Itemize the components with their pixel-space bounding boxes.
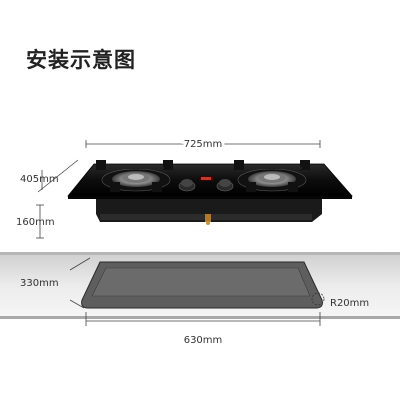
right-knob xyxy=(216,179,234,192)
gas-inlet xyxy=(205,214,211,222)
width-label: 725mm xyxy=(184,139,223,150)
cutout-depth-label: 330mm xyxy=(20,278,59,289)
corner-radius-label: R20mm xyxy=(330,298,369,309)
width-dimension: 725mm xyxy=(85,136,321,153)
depth-dimension: 405mm xyxy=(20,159,79,193)
depth-label: 405mm xyxy=(20,174,59,185)
cutout-width-label: 630mm xyxy=(184,335,223,346)
height-dimension: 160mm xyxy=(16,204,55,239)
left-knob xyxy=(178,179,196,192)
height-label: 160mm xyxy=(16,217,55,228)
corner-radius-marker xyxy=(311,292,325,306)
countertop: R20mm 330mm xyxy=(0,252,400,319)
right-burner xyxy=(234,160,310,192)
cutout-width-dimension: 630mm xyxy=(85,312,321,346)
left-burner xyxy=(96,160,173,192)
cooktop xyxy=(67,160,353,225)
diagram-title: 安装示意图 xyxy=(26,48,136,72)
